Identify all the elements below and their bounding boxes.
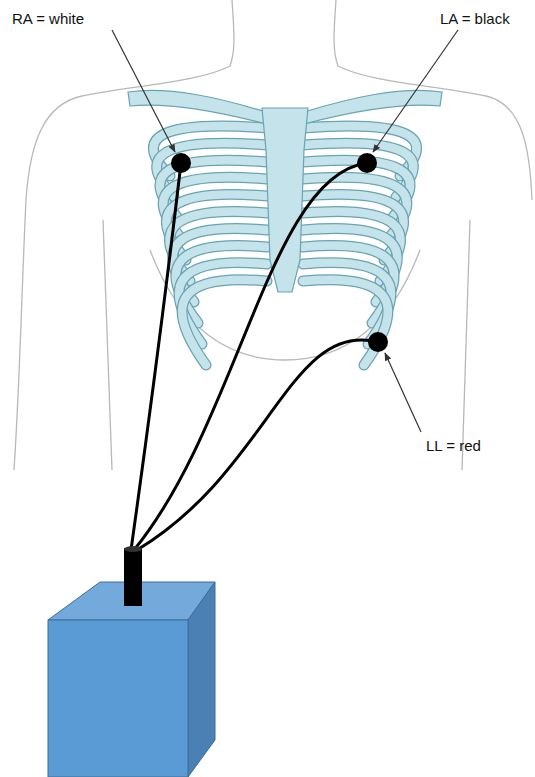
cable-connector-top — [124, 546, 142, 552]
electrode-label: LA = black — [440, 10, 510, 28]
rib — [182, 280, 267, 365]
rib — [182, 280, 267, 365]
rib — [303, 280, 388, 365]
cable-connector — [124, 548, 142, 606]
lead-wires — [131, 163, 378, 550]
electrodes — [171, 153, 388, 352]
monitor-box — [48, 582, 215, 777]
electrode-label: RA = white — [12, 10, 84, 28]
torso-outline — [14, 0, 532, 470]
rib — [303, 280, 388, 365]
electrode-label: LL = red — [426, 437, 481, 455]
leader-lines — [112, 30, 458, 432]
